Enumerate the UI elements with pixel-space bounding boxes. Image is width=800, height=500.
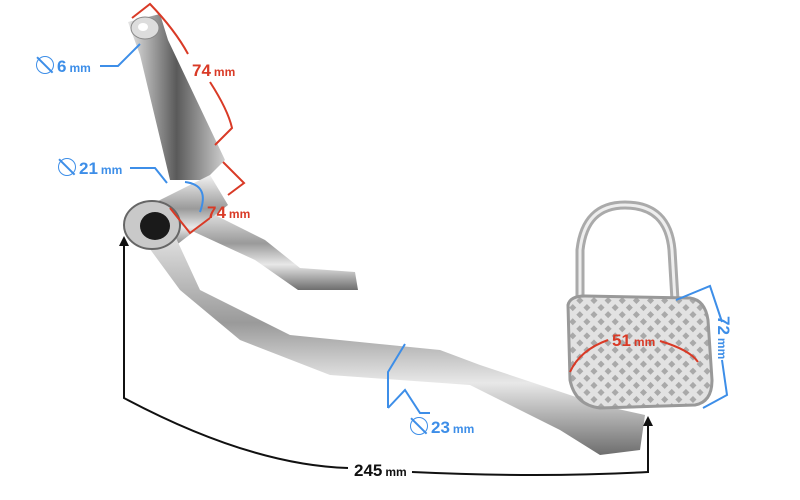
pedal-pad [566, 294, 714, 410]
total-length-line [123, 240, 649, 476]
red-dimension-lines [131, 2, 699, 373]
main-arm [125, 215, 645, 455]
diameter-icon [410, 417, 428, 435]
pad-length-label: 72mm [714, 316, 733, 360]
diameter-icon [58, 158, 76, 176]
secondary-arm [190, 205, 358, 290]
blue-dimension-lines [100, 43, 729, 414]
diameter-icon [36, 56, 54, 74]
upper-arm [128, 14, 225, 180]
